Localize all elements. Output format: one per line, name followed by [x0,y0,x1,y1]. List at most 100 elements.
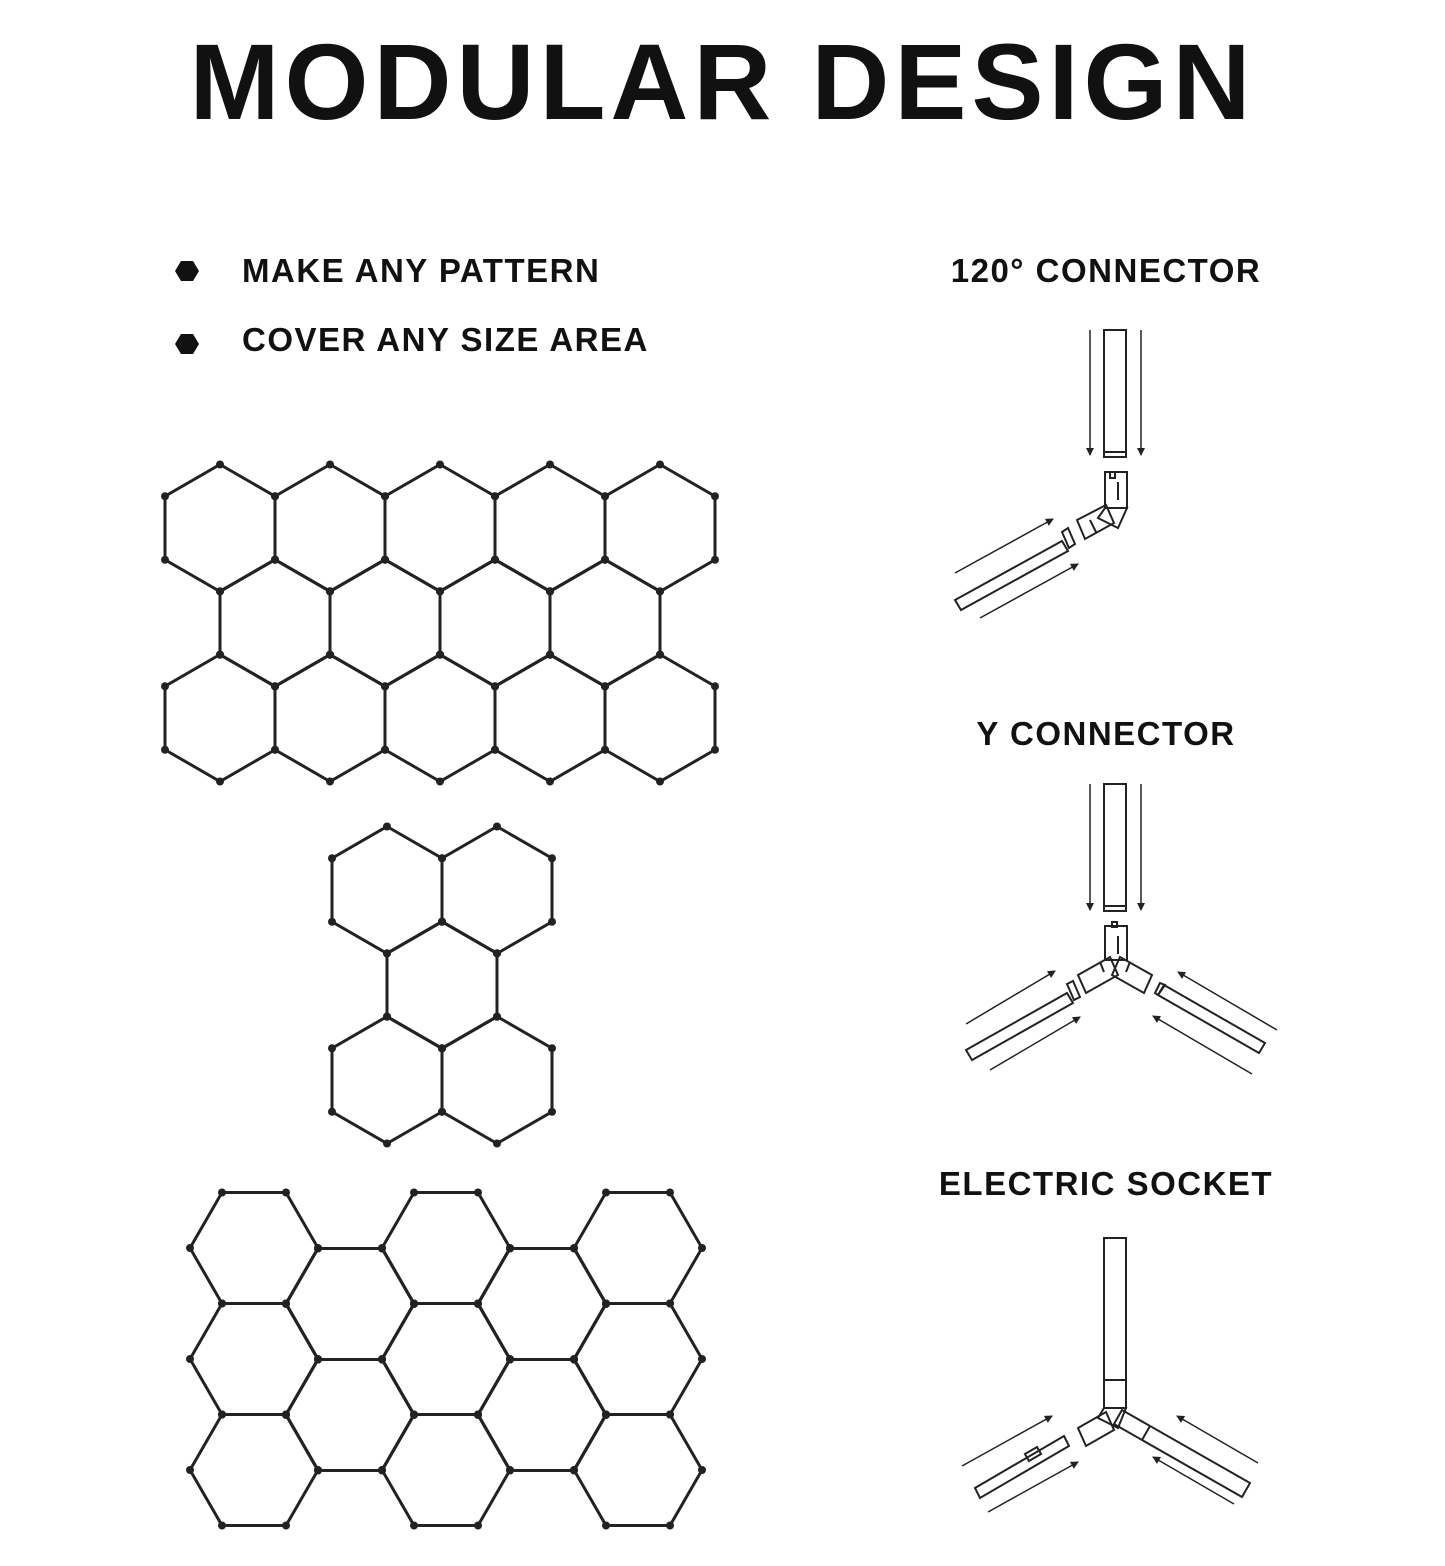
module-joint [666,1299,674,1308]
module-joint [602,1411,610,1419]
module-joint [410,1411,418,1419]
module-joint [438,917,446,926]
module-joint [326,777,334,786]
module-joint [216,777,224,786]
module-joint [328,1044,336,1053]
module-joint [328,917,336,926]
module-joint [326,460,334,469]
module-joint [493,822,501,831]
module-joint [314,1244,322,1253]
module-joint [410,1521,418,1530]
module-joint [474,1300,482,1308]
module-joint [491,682,499,691]
module-joint [218,1521,226,1530]
module-joint [548,854,556,863]
module-joint [711,555,719,564]
module-joint [493,1012,501,1021]
module-joint [161,745,169,754]
module-joint [666,1410,674,1419]
module-joint [546,587,554,596]
hexagon-module [440,1014,554,1146]
module-joint [271,745,279,754]
module-joint [378,1244,386,1253]
module-joint [602,1300,610,1308]
module-joint [378,1355,386,1364]
module-joint [216,650,224,659]
module-joint [474,1521,482,1530]
module-joint [656,587,664,596]
module-joint [216,460,224,469]
120-connector-icon [953,329,1145,619]
module-joint [218,1299,226,1308]
module-joint [546,650,554,659]
module-joint [698,1355,706,1363]
module-joint [383,949,391,958]
module-joint [666,1188,674,1197]
module-joint [438,854,446,863]
module-joint [186,1244,194,1252]
hexagon-grid-pattern-b [328,822,556,1148]
hexagon-grid-pattern-c [186,1188,706,1530]
y-connector-icon [964,783,1278,1075]
hexagon-module [476,1358,608,1472]
module-joint [711,492,719,501]
module-joint [410,1300,418,1308]
module-joint [314,1355,322,1364]
module-joint [491,745,499,754]
feature-make-any-pattern: MAKE ANY PATTERN [242,252,601,289]
module-joint [711,682,719,691]
page-title: MODULAR DESIGN [189,21,1256,142]
module-joint [656,650,664,659]
module-joint [161,492,169,501]
module-joint [546,777,554,786]
module-joint [602,1188,610,1197]
module-joint [493,1139,501,1148]
module-joint [602,1521,610,1530]
module-joint [656,777,664,786]
module-joint [711,745,719,754]
module-joint [218,1410,226,1419]
module-joint [282,1411,290,1419]
hexagon-module [284,1358,416,1472]
module-joint [271,555,279,564]
label-y-connector: Y CONNECTOR [976,715,1236,752]
module-joint [570,1244,578,1253]
module-joint [656,460,664,469]
hexagon-module [603,652,717,784]
module-joint [328,854,336,863]
module-joint [216,587,224,596]
module-joint [601,555,609,564]
module-joint [474,1188,482,1197]
module-joint [381,555,389,564]
module-joint [491,492,499,501]
module-joint [438,1107,446,1116]
module-joint [506,1244,514,1253]
module-joint [410,1188,418,1197]
hexagon-grid-pattern-a [161,460,719,786]
module-joint [381,745,389,754]
hexagon-bullet-icon [175,261,199,281]
module-joint [161,555,169,564]
module-joint [271,682,279,691]
module-joint [271,492,279,501]
module-joint [381,492,389,501]
module-joint [186,1466,194,1474]
module-joint [436,587,444,596]
module-joint [326,587,334,596]
module-joint [601,745,609,754]
module-joint [282,1300,290,1308]
module-joint [383,1139,391,1148]
module-joint [314,1466,322,1475]
module-joint [548,1044,556,1053]
module-joint [666,1521,674,1530]
module-joint [491,555,499,564]
module-joint [282,1521,290,1530]
module-joint [601,682,609,691]
module-joint [186,1355,194,1363]
module-joint [326,650,334,659]
module-joint [546,460,554,469]
module-joint [218,1188,226,1197]
label-electric-socket: ELECTRIC SOCKET [938,1165,1274,1202]
